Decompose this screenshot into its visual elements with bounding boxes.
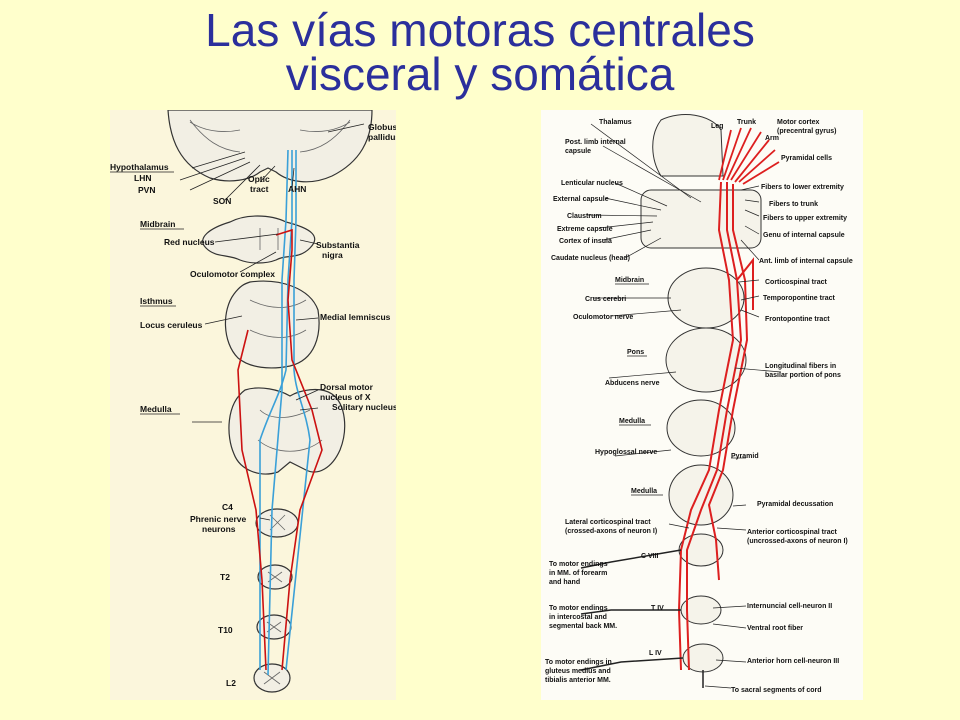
label-temporopontine-tract: Temporopontine tract (763, 295, 835, 302)
label-corticospinal-tract: Corticospinal tract (765, 279, 828, 286)
label-ventral-root-fiber: Ventral root fiber (747, 625, 803, 632)
label-lenticular-nucleus: Lenticular nucleus (561, 180, 623, 187)
label-t-iv: T IV (651, 605, 664, 612)
label-medulla: Medulla (140, 404, 172, 414)
label-hypoglossal-nerve: Hypoglossal nerve (595, 449, 657, 456)
forebrain-section (167, 109, 373, 183)
label-fibers-trunk: Fibers to trunk (769, 201, 818, 208)
visceral-pathway-illustration: Globuspallidus Hypothalamus LHN PVN SON … (110, 109, 400, 693)
medulla-section-lower (668, 464, 734, 526)
label-pyramidal-cells: Pyramidal cells (781, 155, 832, 162)
label-isthmus: Isthmus (140, 296, 173, 306)
label-extreme-capsule: Extreme capsule (557, 226, 613, 233)
isthmus-section (224, 280, 320, 369)
label-claustrum: Claustrum (567, 213, 602, 220)
visceral-pathway-diagram: Globuspallidus Hypothalamus LHN PVN SON … (110, 109, 400, 700)
label-crus-cerebri: Crus cerebri (585, 296, 626, 303)
label-abducens-nerve: Abducens nerve (605, 380, 660, 387)
label-sacral-segments: To sacral segments of cord (731, 687, 822, 694)
label-pvn: PVN (138, 185, 155, 195)
medulla-section (228, 387, 346, 475)
label-c-viii: C VIII (641, 553, 659, 560)
title-line-1: Las vías motoras centrales (205, 4, 755, 56)
label-midbrain: Midbrain (615, 277, 644, 284)
label-motor-cortex: Motor cortex(precentral gyrus) (777, 119, 837, 135)
label-locus-ceruleus: Locus ceruleus (140, 320, 203, 330)
label-medulla-lower: Medulla (631, 488, 657, 495)
label-oculomotor-nerve: Oculomotor nerve (573, 314, 633, 321)
label-medial-lemniscus: Medial lemniscus (320, 312, 391, 322)
label-trunk: Trunk (737, 119, 756, 126)
label-t2: T2 (220, 572, 230, 582)
label-medulla-upper: Medulla (619, 418, 645, 425)
midbrain-section (202, 215, 316, 264)
label-ahn: AHN (288, 184, 306, 194)
label-pyramid: Pyramid (731, 453, 759, 460)
title-line-2: visceral y somática (285, 48, 675, 100)
label-t10: T10 (218, 625, 233, 635)
label-cortex-insula: Cortex of insula (559, 238, 612, 245)
label-thalamus: Thalamus (599, 119, 632, 126)
label-pons: Pons (627, 349, 644, 356)
label-arm: Arm (765, 135, 779, 142)
label-fibers-upper-extremity: Fibers to upper extremity (763, 215, 847, 222)
label-red-nucleus: Red nucleus (164, 237, 215, 247)
label-leg: Leg (711, 123, 723, 130)
label-pyramidal-decussation: Pyramidal decussation (757, 501, 833, 508)
label-solitary-nucleus: Solitary nucleus (332, 402, 396, 412)
label-l-iv: L IV (649, 650, 662, 657)
label-internuncial-cell: Internuncial cell-neuron II (747, 603, 832, 610)
label-fibers-lower-extremity: Fibers to lower extremity (761, 184, 844, 191)
label-external-capsule: External capsule (553, 196, 609, 203)
label-lateral-corticospinal-tract: Lateral corticospinal tract(crossed-axon… (565, 519, 657, 535)
label-frontopontine-tract: Frontopontine tract (765, 316, 830, 323)
label-midbrain: Midbrain (140, 219, 175, 229)
internal-capsule-level (640, 189, 762, 249)
label-caudate-nucleus: Caudate nucleus (head) (551, 255, 630, 262)
label-anterior-horn-cell: Anterior horn cell-neuron III (747, 658, 839, 665)
label-globus-pallidus: Globuspallidus (368, 122, 396, 142)
pons-section (665, 327, 747, 393)
cerebrum-section (652, 114, 724, 177)
label-anterior-corticospinal-tract: Anterior corticospinal tract(uncrossed-a… (747, 529, 848, 545)
label-oculomotor-complex: Oculomotor complex (190, 269, 275, 279)
label-l2: L2 (226, 678, 236, 688)
label-c4: C4 (222, 502, 233, 512)
label-hypothalamus: Hypothalamus (110, 162, 169, 172)
label-lhn: LHN (134, 173, 151, 183)
label-son: SON (213, 196, 231, 206)
label-ant-limb-internal-capsule: Ant. limb of internal capsule (759, 258, 853, 265)
label-genu-internal-capsule: Genu of internal capsule (763, 232, 845, 239)
